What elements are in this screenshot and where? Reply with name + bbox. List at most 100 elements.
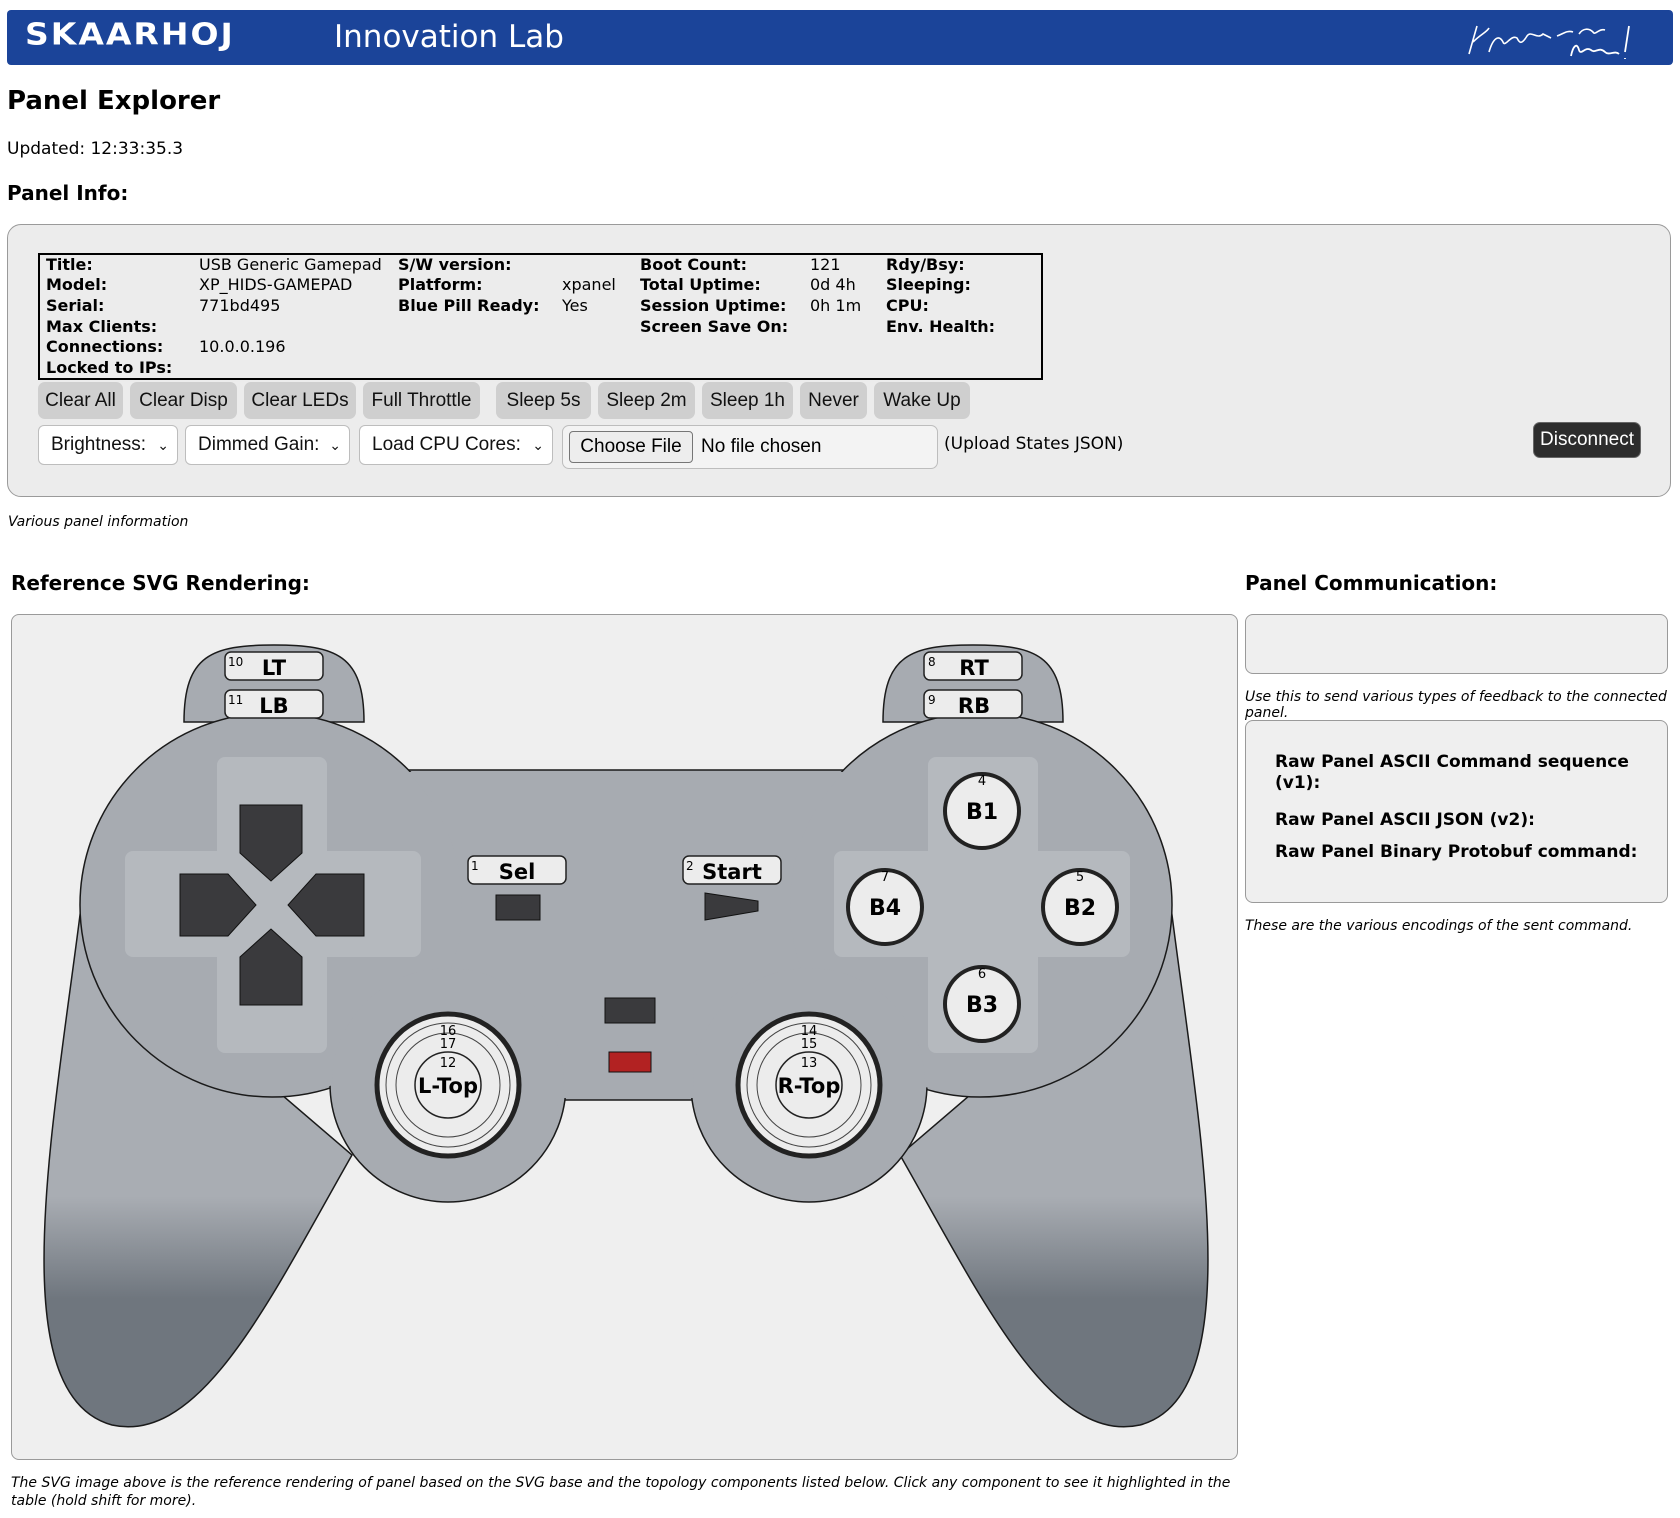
signature-icon xyxy=(1468,25,1630,59)
gamepad-rendering: 10 LT 11 LB 8 RT 9 RB 1 Sel 2 Start xyxy=(43,644,1209,1428)
clear-disp-button[interactable]: Clear Disp xyxy=(130,382,237,419)
sleeping-label: Sleeping: xyxy=(886,275,971,294)
b3-button[interactable]: 6 B3 xyxy=(943,965,1021,1043)
locked-ips-label: Locked to IPs: xyxy=(46,358,173,377)
page-title: Panel Explorer xyxy=(7,86,221,116)
wake-up-button[interactable]: Wake Up xyxy=(874,382,970,419)
lb-number: 11 xyxy=(228,693,243,707)
center-led-dark xyxy=(604,997,656,1024)
dpad-right-icon[interactable] xyxy=(287,873,365,937)
file-upload-input[interactable]: Choose File No file chosen xyxy=(562,425,938,469)
panel-communication-box[interactable] xyxy=(1245,614,1668,674)
b4-label: B4 xyxy=(869,896,901,921)
b2-number: 5 xyxy=(1076,870,1084,885)
boot-count-value: 121 xyxy=(810,255,841,274)
chevron-down-icon: ⌄ xyxy=(532,437,544,453)
model-label: Model: xyxy=(46,275,108,294)
chevron-down-icon: ⌄ xyxy=(329,437,341,453)
screen-save-label: Screen Save On: xyxy=(640,317,789,336)
lt-button[interactable]: 10 LT xyxy=(224,651,324,681)
lt-label: LT xyxy=(262,656,287,680)
connections-value: 10.0.0.196 xyxy=(199,337,286,356)
right-stick[interactable]: 14 15 13 R-Top xyxy=(735,1011,883,1159)
title-label: Title: xyxy=(46,255,93,274)
protobuf-label: Raw Panel Binary Protobuf command: xyxy=(1275,842,1638,862)
b1-button[interactable]: 4 B1 xyxy=(943,772,1021,850)
sel-button[interactable]: 1 Sel xyxy=(467,855,567,885)
start-button[interactable]: 2 Start xyxy=(682,855,782,885)
lb-button[interactable]: 11 LB xyxy=(224,689,324,719)
rb-label: RB xyxy=(958,694,990,718)
dimmed-gain-select-label: Dimmed Gain: xyxy=(198,434,320,455)
svg-rendering-box: 10 LT 11 LB 8 RT 9 RB 1 Sel 2 Start xyxy=(11,614,1238,1460)
start-label: Start xyxy=(702,860,762,884)
choose-file-button[interactable]: Choose File xyxy=(569,431,693,463)
total-uptime-label: Total Uptime: xyxy=(640,275,761,294)
chevron-down-icon: ⌄ xyxy=(157,437,169,453)
select-indicator xyxy=(495,894,541,921)
svg-rendering-heading: Reference SVG Rendering: xyxy=(11,571,310,595)
dimmed-gain-select[interactable]: Dimmed Gain: ⌄ xyxy=(185,425,350,465)
never-button[interactable]: Never xyxy=(800,382,867,419)
brightness-select[interactable]: Brightness: ⌄ xyxy=(38,425,178,465)
panel-info-box: Title: USB Generic Gamepad Model: XP_HID… xyxy=(7,224,1671,497)
platform-value: xpanel xyxy=(562,275,616,294)
session-uptime-label: Session Uptime: xyxy=(640,296,787,315)
updated-timestamp: Updated: 12:33:35.3 xyxy=(7,139,184,159)
sleep-2m-button[interactable]: Sleep 2m xyxy=(598,382,695,419)
full-throttle-button[interactable]: Full Throttle xyxy=(363,382,480,419)
b4-number: 7 xyxy=(881,870,889,885)
lt-number: 10 xyxy=(228,655,243,669)
sleep-5s-button[interactable]: Sleep 5s xyxy=(496,382,591,419)
total-uptime-value: 0d 4h xyxy=(810,275,856,294)
clear-all-button[interactable]: Clear All xyxy=(38,382,123,419)
json-v2-label: Raw Panel ASCII JSON (v2): xyxy=(1275,810,1535,830)
lstick-num-a: 16 xyxy=(440,1024,457,1039)
file-status: No file chosen xyxy=(701,436,822,457)
title-value: USB Generic Gamepad xyxy=(199,255,382,274)
encodings-box: Raw Panel ASCII Command sequence (v1): R… xyxy=(1245,720,1668,903)
brand-logo: SKAARHOJ xyxy=(25,16,235,52)
communication-caption: Use this to send various types of feedba… xyxy=(1245,689,1667,721)
load-cpu-select-label: Load CPU Cores: xyxy=(372,434,521,455)
rt-button[interactable]: 8 RT xyxy=(923,651,1023,681)
max-clients-label: Max Clients: xyxy=(46,317,158,336)
sleep-1h-button[interactable]: Sleep 1h xyxy=(702,382,793,419)
play-icon xyxy=(704,892,759,921)
panel-info-heading: Panel Info: xyxy=(7,181,129,205)
blue-pill-value: Yes xyxy=(562,296,588,315)
upload-hint: (Upload States JSON) xyxy=(944,434,1124,454)
serial-label: Serial: xyxy=(46,296,105,315)
sel-number: 1 xyxy=(471,859,479,873)
left-grip xyxy=(43,913,353,1428)
rt-number: 8 xyxy=(928,655,936,669)
serial-value: 771bd495 xyxy=(199,296,281,315)
center-led-red xyxy=(608,1051,652,1073)
left-stick[interactable]: 16 17 12 L-Top xyxy=(374,1011,522,1159)
rstick-num-b: 15 xyxy=(801,1037,818,1052)
b2-button[interactable]: 5 B2 xyxy=(1041,868,1119,946)
rb-button[interactable]: 9 RB xyxy=(923,689,1023,719)
b4-button[interactable]: 7 B4 xyxy=(846,868,924,946)
svg-caption: The SVG image above is the reference ren… xyxy=(11,1475,1231,1509)
dpad-up-icon[interactable] xyxy=(239,804,303,882)
rstick-num-c: 13 xyxy=(801,1056,818,1071)
rt-label: RT xyxy=(959,656,989,680)
clear-leds-button[interactable]: Clear LEDs xyxy=(244,382,356,419)
lstick-num-c: 12 xyxy=(440,1056,457,1071)
blue-pill-label: Blue Pill Ready: xyxy=(398,296,540,315)
panel-info-table: Title: USB Generic Gamepad Model: XP_HID… xyxy=(38,253,1043,380)
b3-label: B3 xyxy=(966,993,998,1018)
lab-title: Innovation Lab xyxy=(334,19,564,55)
connections-label: Connections: xyxy=(46,337,164,356)
dpad-down-icon[interactable] xyxy=(239,928,303,1006)
disconnect-button[interactable]: Disconnect xyxy=(1533,422,1641,458)
boot-count-label: Boot Count: xyxy=(640,255,747,274)
ascii-v1-label: Raw Panel ASCII Command sequence (v1): xyxy=(1275,752,1629,793)
load-cpu-select[interactable]: Load CPU Cores: ⌄ xyxy=(359,425,553,465)
platform-label: Platform: xyxy=(398,275,483,294)
env-health-label: Env. Health: xyxy=(886,317,996,336)
dpad-left-icon[interactable] xyxy=(179,873,257,937)
b1-number: 4 xyxy=(978,774,986,789)
model-value: XP_HIDS-GAMEPAD xyxy=(199,275,353,294)
